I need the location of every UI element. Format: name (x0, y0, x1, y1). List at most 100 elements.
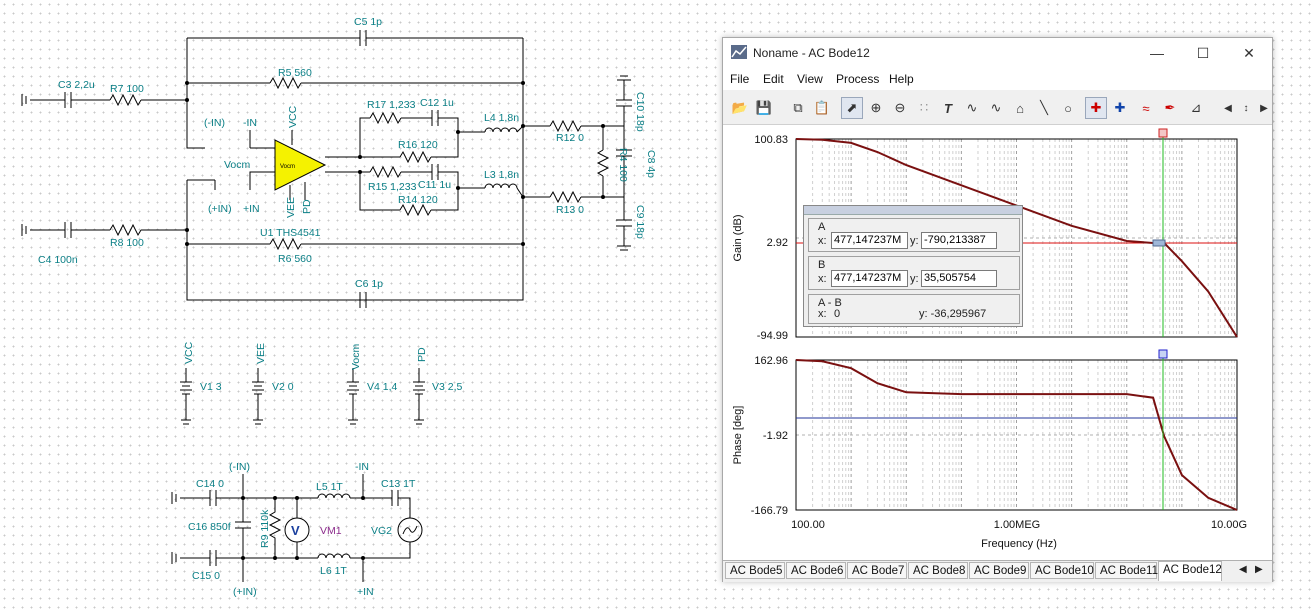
curve-edit-icon[interactable]: ∿ (990, 100, 1002, 115)
cursor-panel-titlebar[interactable] (804, 206, 1022, 215)
pointer-icon[interactable]: ⬈ (841, 97, 863, 119)
r13-label: R13 0 (556, 204, 584, 216)
plot-area[interactable]: 100.83 2.92 -94.99 Gain (dB) 162.96 -1.9… (723, 125, 1272, 560)
menu-bar: File Edit View Process Help (723, 68, 1272, 90)
pin-minus-in-paren: (-IN) (204, 117, 225, 129)
tab-ac-bode9[interactable]: AC Bode9 (969, 562, 1029, 579)
circle-icon[interactable]: ○ (1064, 100, 1072, 116)
tab-ac-bode12[interactable]: AC Bode12 (1158, 561, 1222, 581)
bottom-plus-in-paren: (+IN) (233, 586, 257, 598)
bode-window[interactable]: Noname - AC Bode12 — ☐ ✕ File Edit View … (722, 37, 1273, 582)
r14-label: R14 120 (398, 194, 438, 206)
scroll-left-icon[interactable]: ◀ (1224, 102, 1232, 114)
toolbar: 📂 💾 ⧉ 📋 ⬈ ⊕ ⊖ ∷ T ∿ ∿ ⌂ ╲ ○ ✚ ✚ ≈ ✒ ⊿ ◀ … (723, 90, 1272, 125)
supply-v2-label: V2 0 (272, 381, 294, 393)
supply-vee-node: VEE (255, 343, 267, 364)
pin-vcc: VCC (287, 105, 299, 128)
bottom-plus-in: +IN (357, 586, 374, 598)
cursor-b-icon[interactable]: ✚ (1114, 100, 1126, 115)
cursor-a-y-field[interactable]: -790,213387 (921, 232, 997, 249)
tab-ac-bode7[interactable]: AC Bode7 (847, 562, 907, 579)
menu-help[interactable]: Help (889, 72, 914, 86)
maximize-button[interactable]: ☐ (1196, 44, 1210, 61)
curve-marker-icon[interactable]: ⌂ (1016, 100, 1024, 116)
curve-label-icon[interactable]: ∿ (966, 100, 978, 115)
minimize-button[interactable]: — (1150, 45, 1164, 61)
tab-ac-bode10[interactable]: AC Bode10 (1030, 562, 1094, 579)
l4-label: L4 1,8n (484, 112, 519, 124)
tab-ac-bode6[interactable]: AC Bode6 (786, 562, 846, 579)
save-icon[interactable]: 💾 (755, 100, 773, 115)
opamp-body-label: Vocm (280, 164, 295, 170)
schematic-canvas[interactable]: Vocm C5 1p C3 2,2u C4 100n C6 1p C12 1u … (0, 0, 720, 615)
c5-label: C5 1p (354, 16, 382, 28)
cursor-b-y-field[interactable]: 35,505754 (921, 270, 997, 287)
cursor-readout-panel[interactable]: A x: 477,147237M y: -790,213387 B x: 477… (803, 205, 1023, 327)
c15-label: C15 0 (192, 570, 220, 582)
c12-label: C12 1u (420, 97, 454, 109)
title-bar[interactable]: Noname - AC Bode12 — ☐ ✕ (723, 38, 1272, 68)
voltmeter-symbol: V (291, 523, 300, 538)
tab-bar: AC Bode5 AC Bode6 AC Bode7 AC Bode8 AC B… (723, 560, 1272, 582)
cursor-diff-y-value: y: -36,295967 (919, 308, 987, 320)
cursor-b-handle[interactable] (1158, 349, 1168, 359)
pin-plus-in-paren: (+IN) (208, 203, 232, 215)
bode-plots[interactable]: 100.83 2.92 -94.99 Gain (dB) 162.96 -1.9… (723, 125, 1272, 560)
pin-pd: PD (301, 199, 313, 214)
cursor-a-x-field[interactable]: 477,147237M (831, 232, 908, 249)
supply-v1-label: V1 3 (200, 381, 222, 393)
grid-icon[interactable]: ∷ (919, 100, 929, 115)
menu-edit[interactable]: Edit (763, 72, 784, 86)
cursor-b-title: B (818, 259, 826, 271)
menu-process[interactable]: Process (836, 72, 880, 86)
tab-ac-bode8[interactable]: AC Bode8 (908, 562, 968, 579)
phase-curve (795, 359, 1238, 511)
cursor-diff-x-value: 0 (834, 308, 841, 320)
slope-icon[interactable]: ⊿ (1190, 100, 1202, 115)
phase-tick-mid: -1.92 (763, 430, 788, 442)
r15-label: R15 1,233 (368, 181, 417, 193)
r16-label: R16 120 (398, 139, 438, 151)
tab-scroll-right-icon[interactable]: ▶ (1255, 564, 1263, 575)
gain-tick-mid: 2.92 (767, 237, 788, 249)
cursor-a-marker[interactable] (1152, 239, 1166, 247)
cursor-a-handle[interactable] (1158, 128, 1168, 138)
freq-tick-1meg: 1.00MEG (994, 519, 1040, 531)
cursor-diff-x-prefix: x: (818, 308, 827, 320)
vm1-label: VM1 (320, 525, 342, 537)
open-icon[interactable]: 📂 (731, 100, 749, 115)
text-icon[interactable]: T (944, 100, 952, 116)
l6-label: L6 1T (320, 565, 347, 577)
copy-icon[interactable]: ⧉ (793, 100, 803, 115)
gain-curve (795, 138, 1238, 338)
scroll-right-icon[interactable]: ▶ (1260, 102, 1268, 114)
phase-tick-bottom: -166.79 (751, 505, 788, 517)
menu-view[interactable]: View (797, 72, 823, 86)
pin-vocm: Vocm (224, 159, 251, 171)
c16-label: C16 850f (188, 521, 231, 533)
vg2-label: VG2 (371, 525, 392, 537)
line-icon[interactable]: ╲ (1040, 100, 1048, 115)
close-button[interactable]: ✕ (1243, 44, 1255, 61)
cursor-a-icon[interactable]: ✚ (1085, 97, 1107, 119)
pen-icon[interactable]: ✒ (1164, 100, 1176, 115)
r6-label: R6 560 (278, 253, 312, 265)
cursor-a-y-prefix: y: (910, 235, 919, 247)
add-curve-icon[interactable]: ≈ (1142, 100, 1150, 116)
tab-scroll-left-icon[interactable]: ◀ (1239, 564, 1247, 575)
menu-file[interactable]: File (730, 72, 750, 86)
tab-ac-bode5[interactable]: AC Bode5 (725, 562, 785, 579)
r5-label: R5 560 (278, 67, 312, 79)
r8-label: R8 100 (110, 237, 144, 249)
pin-vee: VEE (285, 197, 297, 218)
c4-label: C4 100n (38, 254, 78, 266)
r4-label: R4 100 (617, 148, 629, 182)
scroll-updown-icon[interactable]: ↕ (1243, 102, 1249, 114)
window-title: Noname - AC Bode12 (753, 46, 870, 60)
cursor-b-x-field[interactable]: 477,147237M (831, 270, 908, 287)
zoom-out-icon[interactable]: ⊖ (894, 100, 906, 115)
phase-tick-top: 162.96 (754, 355, 788, 367)
zoom-in-icon[interactable]: ⊕ (870, 100, 882, 115)
tab-ac-bode11[interactable]: AC Bode11 (1095, 562, 1158, 579)
paste-icon[interactable]: 📋 (813, 100, 831, 115)
